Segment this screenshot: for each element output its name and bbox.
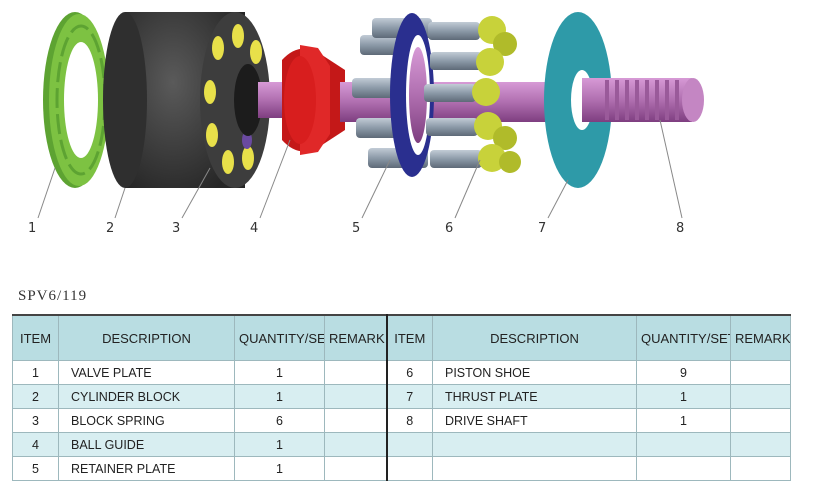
cell-remark	[324, 432, 387, 457]
callout-8: 8	[676, 221, 684, 236]
cell-quantity	[636, 456, 731, 481]
cell-remark	[324, 360, 387, 385]
cell-remark	[324, 384, 387, 409]
parts-table: ITEM DESCRIPTION QUANTITY/SET REMARK ITE…	[12, 314, 791, 481]
exploded-pump-diagram: 1 2 3 4 5 6 7 8	[28, 12, 704, 236]
cell-quantity: 1	[234, 432, 325, 457]
cell-remark	[324, 456, 387, 481]
header-quantity: QUANTITY/SET	[234, 314, 325, 361]
cell-quantity: 9	[636, 360, 731, 385]
cell-description	[432, 456, 637, 481]
cell-description: CYLINDER BLOCK	[58, 384, 235, 409]
cell-item: 7	[385, 384, 433, 409]
piston-shoe-part	[424, 16, 521, 173]
cell-quantity: 1	[234, 456, 325, 481]
cell-description: BLOCK SPRING	[58, 408, 235, 433]
cell-quantity: 6	[234, 408, 325, 433]
cell-remark	[324, 408, 387, 433]
table-row: 3 BLOCK SPRING 6 8 DRIVE SHAFT 1	[12, 408, 791, 433]
callout-3: 3	[172, 221, 180, 236]
cell-item	[385, 432, 433, 457]
callout-2: 2	[106, 221, 114, 236]
cell-item: 5	[12, 456, 59, 481]
cell-description: BALL GUIDE	[58, 432, 235, 457]
cell-remark	[730, 456, 791, 481]
cell-remark	[730, 360, 791, 385]
header-description: DESCRIPTION	[58, 314, 235, 361]
table-row: 1 VALVE PLATE 1 6 PISTON SHOE 9	[12, 360, 791, 385]
table-row: 4 BALL GUIDE 1	[12, 432, 791, 457]
cell-item: 6	[385, 360, 433, 385]
cell-quantity: 1	[636, 384, 731, 409]
table-header-row: ITEM DESCRIPTION QUANTITY/SET REMARK ITE…	[12, 314, 791, 361]
cell-item: 1	[12, 360, 59, 385]
callout-4: 4	[250, 221, 258, 236]
cell-item: 2	[12, 384, 59, 409]
header-description: DESCRIPTION	[432, 314, 637, 361]
cell-description: PISTON SHOE	[432, 360, 637, 385]
table-row: 5 RETAINER PLATE 1	[12, 456, 791, 481]
valve-plate-part	[43, 12, 109, 188]
header-remark: REMARK	[730, 314, 791, 361]
leader-lines	[37, 119, 683, 219]
header-quantity: QUANTITY/SET	[636, 314, 731, 361]
cell-item: 3	[12, 408, 59, 433]
callout-5: 5	[352, 221, 360, 236]
cell-description	[432, 432, 637, 457]
table-row: 2 CYLINDER BLOCK 1 7 THRUST PLATE 1	[12, 384, 791, 409]
cell-quantity: 1	[234, 384, 325, 409]
cell-item: 4	[12, 432, 59, 457]
cell-item: 8	[385, 408, 433, 433]
cell-item	[385, 456, 433, 481]
callout-6: 6	[445, 221, 453, 236]
cell-quantity: 1	[234, 360, 325, 385]
header-item: ITEM	[385, 314, 433, 361]
model-label: SPV6/119	[18, 288, 88, 304]
header-remark: REMARK	[324, 314, 387, 361]
cell-remark	[730, 384, 791, 409]
cylinder-block-part	[103, 12, 270, 188]
retainer-plate-part	[352, 13, 434, 177]
cell-description: THRUST PLATE	[432, 384, 637, 409]
cell-description: RETAINER PLATE	[58, 456, 235, 481]
cell-description: VALVE PLATE	[58, 360, 235, 385]
callout-7: 7	[538, 221, 546, 236]
drive-shaft-part	[582, 78, 704, 122]
ball-guide-part	[258, 45, 345, 155]
cell-description: DRIVE SHAFT	[432, 408, 637, 433]
header-item: ITEM	[12, 314, 59, 361]
cell-quantity: 1	[636, 408, 731, 433]
cell-remark	[730, 408, 791, 433]
cell-remark	[730, 432, 791, 457]
callout-1: 1	[28, 221, 36, 236]
cell-quantity	[636, 432, 731, 457]
